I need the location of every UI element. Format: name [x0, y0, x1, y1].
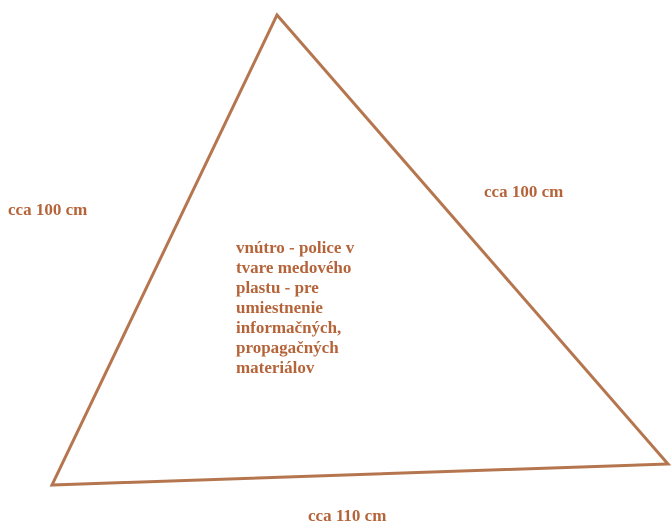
description-line: propagačných — [236, 338, 339, 357]
left-side-label: cca 100 cm — [8, 200, 88, 219]
right-side-label: cca 100 cm — [484, 182, 564, 201]
description-line: materiálov — [236, 358, 315, 377]
description-line: umiestnenie — [236, 298, 323, 317]
interior-description: vnútro - police v tvare medového plastu … — [236, 238, 436, 378]
description-line: informačných, — [236, 318, 342, 337]
bottom-side-label: cca 110 cm — [308, 506, 387, 525]
description-line: vnútro - police v — [236, 238, 355, 257]
description-line: plastu - pre — [236, 278, 319, 297]
triangle-outline — [49, 12, 671, 487]
description-line: tvare medového — [236, 258, 352, 277]
